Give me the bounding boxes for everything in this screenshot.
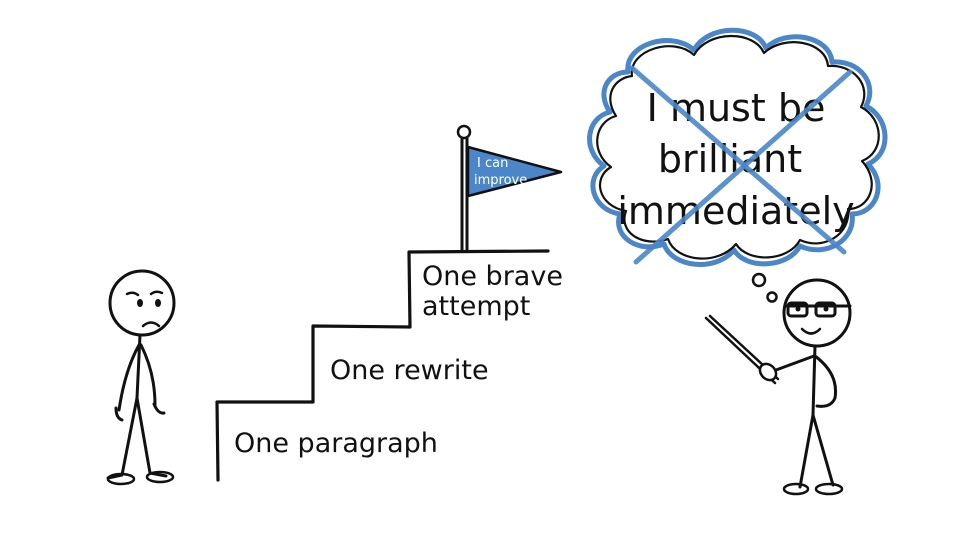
flag-text-line2: improve bbox=[474, 173, 527, 188]
pointer-stick bbox=[704, 314, 780, 385]
thought-text-line3: immediately bbox=[617, 189, 854, 233]
thought-text-line1: I must be bbox=[647, 86, 826, 130]
glasses-left-lens bbox=[786, 301, 809, 318]
teacher-figure-eye-left bbox=[795, 306, 801, 312]
worried-figure-right-foot bbox=[145, 470, 175, 484]
pointer-hand bbox=[758, 362, 778, 382]
worried-figure-eye-right bbox=[155, 299, 161, 307]
step-3-label-line1: One brave bbox=[422, 261, 563, 292]
worried-figure-left-hand bbox=[114, 406, 124, 422]
worried-figure-right-hand bbox=[152, 402, 166, 415]
step-3-label-line2: attempt bbox=[422, 291, 530, 322]
staircase-outline bbox=[215, 249, 550, 482]
flag-text-line1: I can bbox=[477, 156, 508, 171]
teacher-figure-hip-arm bbox=[813, 354, 838, 408]
teacher-stick-figure bbox=[704, 278, 852, 496]
teacher-figure-right-foot bbox=[814, 482, 844, 496]
flag-banner bbox=[466, 145, 563, 198]
staircase: One paragraph One rewrite One brave atte… bbox=[215, 249, 563, 482]
worried-figure-eyebrow-right bbox=[149, 290, 164, 296]
teacher-figure-left-leg bbox=[798, 413, 815, 489]
worried-figure-right-arm bbox=[139, 343, 157, 407]
thought-text-line2: brilliant bbox=[658, 137, 802, 181]
teacher-figure-right-leg bbox=[811, 413, 835, 487]
cross-out-stroke-1 bbox=[629, 65, 847, 255]
worried-figure-frown bbox=[141, 321, 161, 328]
thought-cloud-shape bbox=[587, 27, 888, 267]
worried-figure-eyebrow-left bbox=[125, 291, 140, 297]
flag: I can improve bbox=[456, 124, 563, 253]
teacher-figure-eye-right bbox=[823, 306, 829, 312]
step-2-label: One rewrite bbox=[330, 355, 489, 386]
teacher-figure-pointing-arm bbox=[774, 354, 816, 372]
glasses-right-lens bbox=[814, 301, 837, 318]
step-1-label: One paragraph bbox=[234, 428, 438, 459]
worried-figure-right-leg bbox=[135, 396, 168, 478]
worried-figure-left-foot bbox=[106, 472, 136, 486]
teacher-figure-smile bbox=[800, 327, 822, 335]
teacher-figure-head bbox=[782, 278, 852, 348]
cross-out-stroke-2 bbox=[633, 69, 853, 265]
thought-bubble-large bbox=[751, 272, 767, 288]
worried-figure-eye-left bbox=[137, 299, 143, 307]
worried-figure-left-leg bbox=[106, 396, 139, 480]
thought-cloud-outline bbox=[596, 34, 880, 260]
thought-bubble-small bbox=[766, 291, 778, 303]
thought-cloud: I must be brilliant immediately bbox=[587, 27, 888, 303]
teacher-figure-left-foot bbox=[782, 482, 810, 496]
worried-figure-left-arm bbox=[117, 343, 141, 412]
worried-figure-head bbox=[108, 269, 176, 337]
worried-stick-figure bbox=[106, 269, 176, 486]
flag-pole-knob bbox=[456, 124, 472, 140]
